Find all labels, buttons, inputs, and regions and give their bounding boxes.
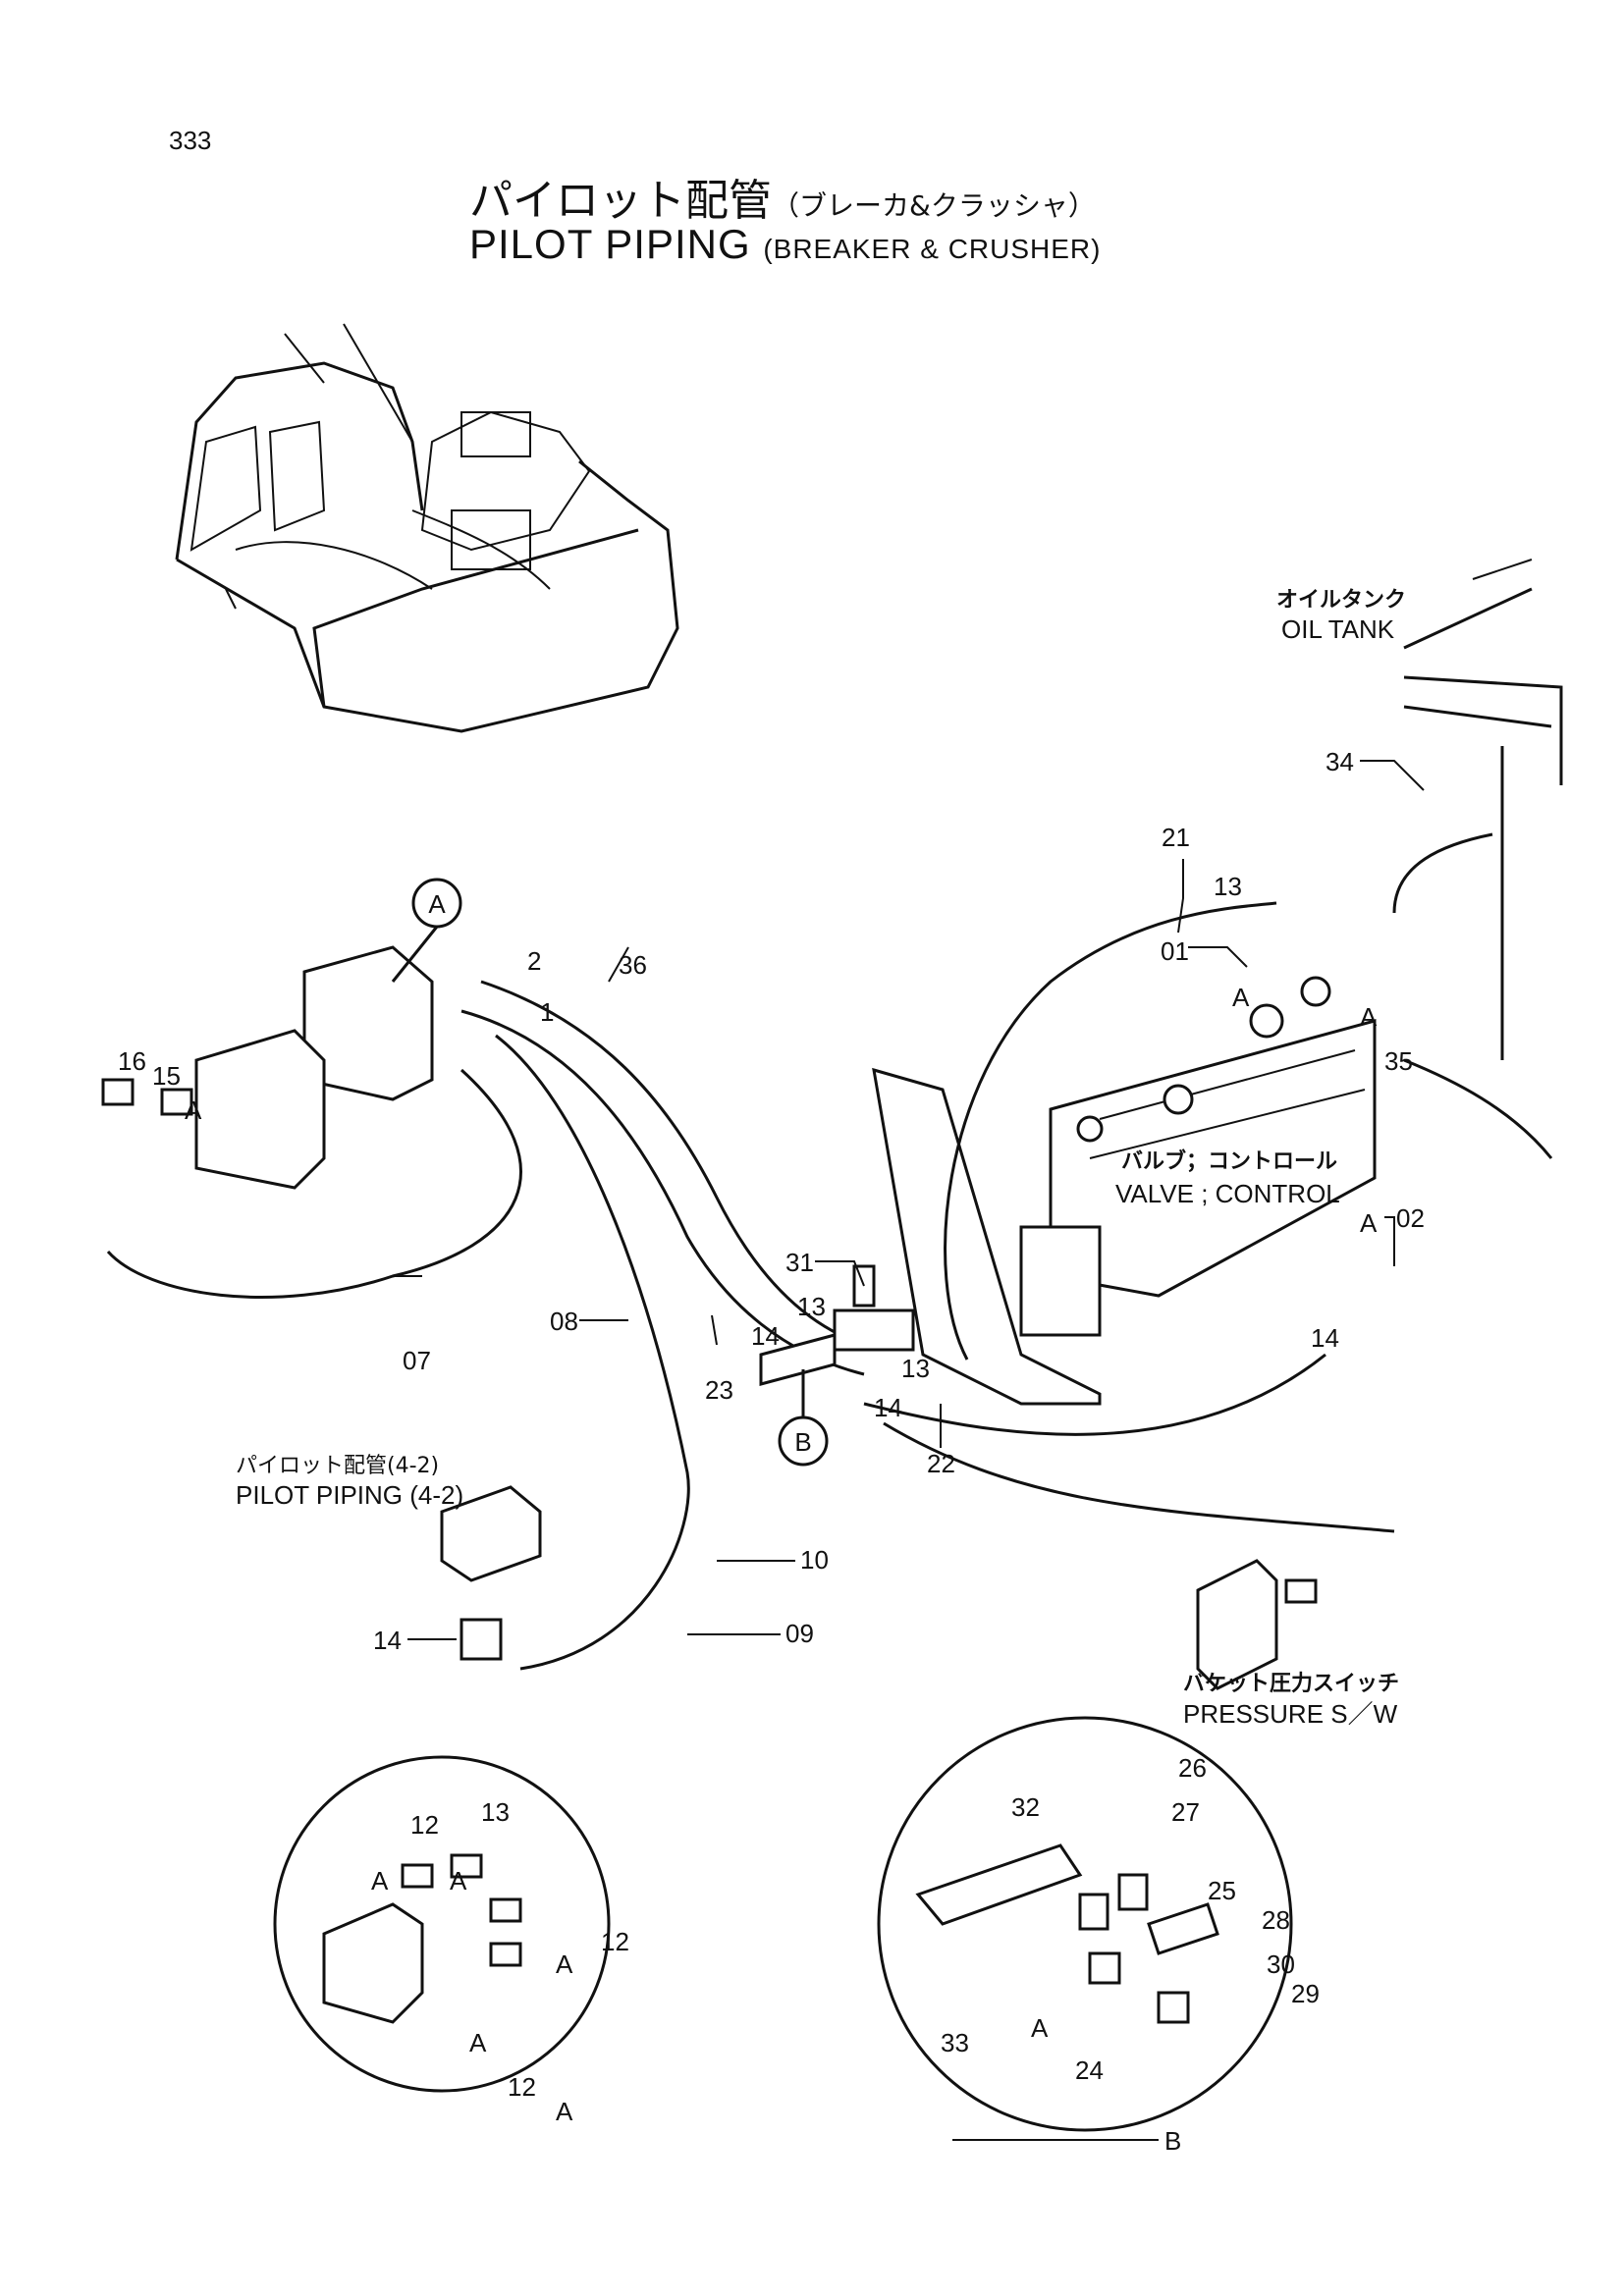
callout-24: 24	[1075, 2056, 1104, 2085]
callout-a-a1: A	[371, 1866, 389, 1896]
note-valve-en: VALVE ; CONTROL	[1115, 1179, 1340, 1208]
callout-33: 33	[941, 2028, 969, 2057]
callout-b-a: A	[1031, 2013, 1049, 2043]
note-oil-tank-jp: オイルタンク	[1276, 588, 1406, 613]
note-valve-jp: バルブ；コントロール	[1121, 1148, 1337, 1174]
callout-21: 21	[1162, 823, 1190, 852]
pressure-switch	[1196, 1559, 1318, 1690]
title-en-sub: (BREAKER & CRUSHER)	[763, 234, 1102, 264]
detail-a-contents	[322, 1853, 522, 2024]
callout-08: 08	[550, 1307, 578, 1336]
title-en-main: PILOT PIPING	[469, 221, 751, 267]
callout-36: 36	[619, 950, 647, 980]
callout-30: 30	[1267, 1949, 1295, 1979]
note-pressure-en: PRESSURE S／W	[1183, 1699, 1398, 1729]
callout-13-upper: 13	[1214, 872, 1242, 901]
pilot-piping-4-2-valve	[440, 1485, 542, 1661]
title-jp-sub: （ブレーカ&クラッシャ）	[772, 189, 1096, 222]
marker-b-label: B	[794, 1427, 811, 1457]
note-oil-tank-en: OIL TANK	[1281, 614, 1395, 644]
callout-01: 01	[1161, 936, 1189, 966]
hoses	[106, 832, 1493, 1671]
callout-34: 34	[1325, 747, 1354, 776]
callout-31: 31	[785, 1248, 814, 1277]
callout-a-a4: A	[469, 2028, 487, 2057]
callout-a-13: 13	[481, 1797, 510, 1827]
detail-circle-b	[877, 1716, 1293, 2132]
leader-lines	[393, 760, 1425, 1640]
callout-14-left: 14	[751, 1321, 780, 1351]
page-number: 333	[169, 126, 212, 155]
callout-26: 26	[1178, 1753, 1207, 1783]
callout-n2: 2	[527, 946, 541, 976]
excavator-overview	[175, 323, 679, 733]
callout-09: 09	[785, 1619, 814, 1648]
note-pressure-jp: バケット圧力スイッチ	[1183, 1672, 1399, 1696]
callout-a-a3: A	[556, 1949, 573, 1979]
callout-16: 16	[118, 1046, 146, 1076]
callout-14-lower: 14	[373, 1626, 402, 1655]
marker-a-label: A	[428, 889, 446, 919]
callout-02: 02	[1396, 1203, 1425, 1233]
callout-a-a2: A	[450, 1866, 467, 1896]
note-pilot-ref-jp: パイロット配管(4-2)	[236, 1454, 439, 1478]
callout-25: 25	[1208, 1876, 1236, 1905]
callout-27: 27	[1171, 1797, 1200, 1827]
callout-29: 29	[1291, 1979, 1320, 2008]
callout-a-15: A	[185, 1095, 202, 1125]
note-pilot-ref-en: PILOT PIPING (4-2)	[236, 1480, 463, 1510]
callout-13-right: 13	[901, 1354, 930, 1383]
oil-tank	[1403, 559, 1563, 1159]
callout-14-right: 14	[1311, 1323, 1339, 1353]
callout-23: 23	[705, 1375, 733, 1405]
callout-a-12-right: 12	[601, 1927, 629, 1956]
callout-a-35: A	[1360, 1002, 1378, 1032]
callout-32: 32	[1011, 1792, 1040, 1822]
title-jp-main: パイロット配管	[469, 176, 772, 226]
detail-b-tag: B	[1164, 2126, 1181, 2156]
callout-35: 35	[1384, 1046, 1413, 1076]
callout-a-02: A	[1360, 1208, 1378, 1238]
callout-07: 07	[403, 1346, 431, 1375]
detail-b-contents	[915, 1843, 1219, 2024]
title-english: PILOT PIPING (BREAKER & CRUSHER)	[469, 221, 1101, 268]
callout-10: 10	[800, 1545, 829, 1575]
title-japanese: パイロット配管（ブレーカ&クラッシャ）	[469, 165, 1096, 228]
callout-14-mid: 14	[874, 1393, 902, 1422]
callout-13-mid: 13	[797, 1292, 826, 1321]
callout-n1: 1	[540, 997, 554, 1027]
callout-22: 22	[927, 1449, 955, 1478]
callout-a-01: A	[1232, 983, 1250, 1012]
control-valve	[872, 976, 1377, 1406]
callout-15: 15	[152, 1061, 181, 1091]
pilot-manifold	[101, 945, 434, 1190]
callout-28: 28	[1262, 1905, 1290, 1935]
callout-a-12-top: 12	[410, 1810, 439, 1840]
detail-circle-a	[273, 1755, 611, 2093]
callout-a-12-bottom: 12	[508, 2072, 536, 2102]
detail-a-tag: A	[556, 2097, 573, 2126]
